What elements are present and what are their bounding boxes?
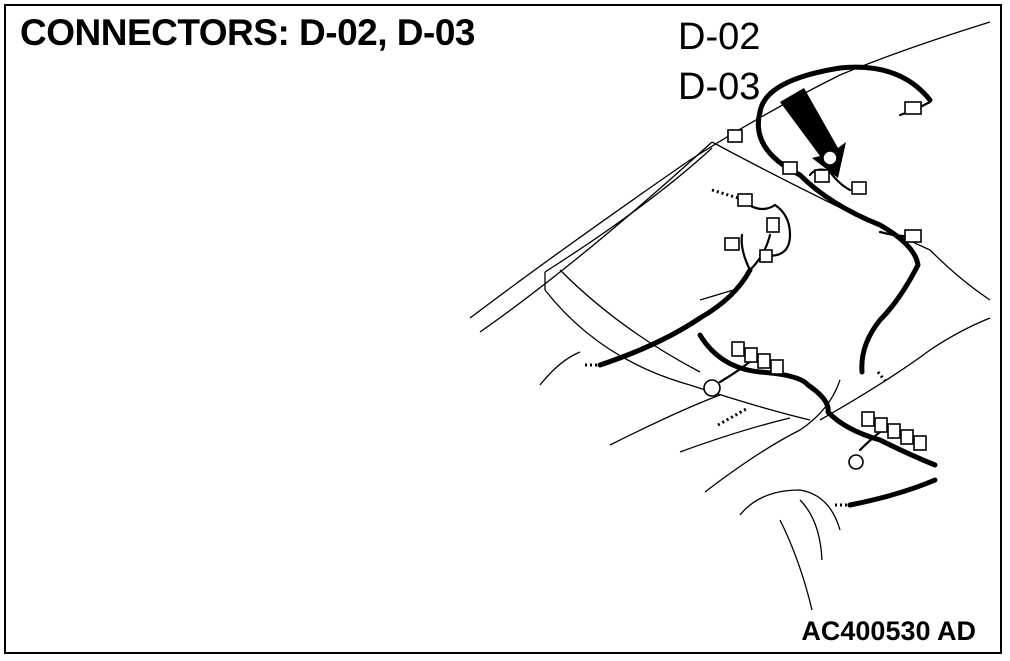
diagram-frame [4,4,1002,654]
figure-id: AC400530 AD [801,616,976,646]
connector-blocks [703,101,927,470]
diagram-title: CONNECTORS: D-02, D-03 [20,12,476,53]
callout-d03-label: D-03 [678,66,761,108]
callout-d02-label: D-02 [678,16,761,58]
wiring-harness [597,64,938,508]
harness-continuation-marks [585,188,888,507]
vehicle-body-outline [469,21,991,611]
